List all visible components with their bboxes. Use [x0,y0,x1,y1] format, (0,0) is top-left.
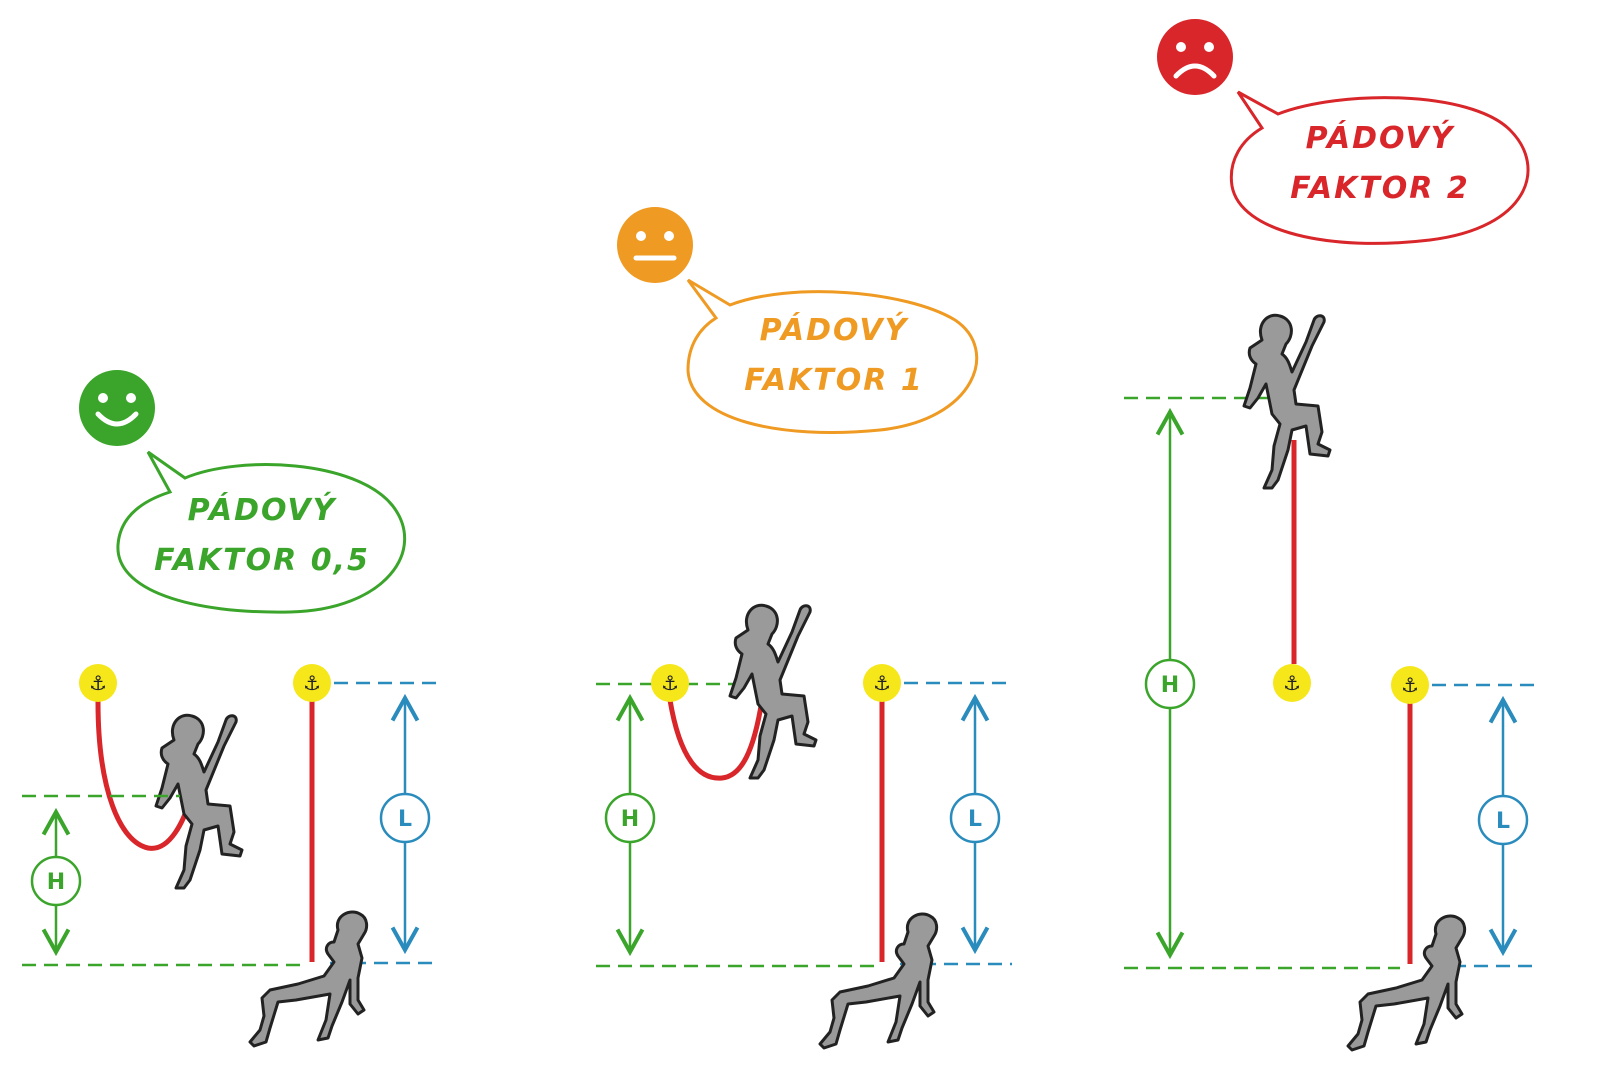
svg-text:H: H [621,807,639,832]
svg-text:⚓: ⚓ [1283,671,1301,695]
svg-text:L: L [1496,809,1510,834]
fallen-climber-figure [818,912,939,1050]
panel-fall-factor-2: PÁDOVÝ FAKTOR 2 ⚓ H ⚓ L [1124,19,1540,1052]
rope-slack [95,699,193,851]
anchor-bolt-icon: ⚓ [1273,664,1311,702]
speech-bubble [1229,90,1530,245]
climber-figure [728,603,818,780]
bubble-line-1: PÁDOVÝ [760,312,910,348]
happy-face-icon [79,370,155,446]
climber-figure [1242,313,1332,490]
anchor-bolt-icon: ⚓ [293,664,331,702]
bubble-line-2: FAKTOR 0,5 [154,543,370,578]
anchor-bolt-icon: ⚓ [1391,666,1429,704]
svg-text:H: H [47,870,65,895]
climber-figure [154,713,244,890]
svg-text:⚓: ⚓ [661,671,679,695]
fall-height-label: H [604,792,656,844]
svg-text:L: L [968,807,982,832]
speech-bubble [116,450,407,614]
svg-text:⚓: ⚓ [873,671,891,695]
bubble-line-2: FAKTOR 2 [1290,171,1469,206]
panel-fall-factor-1: PÁDOVÝ FAKTOR 1 ⚓ H ⚓ L [596,207,1012,1050]
rope-length-label: L [1477,794,1529,846]
speech-bubble [686,278,979,434]
bubble-line-2: FAKTOR 1 [744,363,923,398]
svg-text:H: H [1161,673,1179,698]
svg-text:⚓: ⚓ [89,671,107,695]
rope-length-label: L [949,792,1001,844]
rope-slack [667,697,765,781]
anchor-bolt-icon: ⚓ [651,664,689,702]
anchor-bolt-icon: ⚓ [79,664,117,702]
bubble-line-1: PÁDOVÝ [1306,120,1456,156]
svg-text:⚓: ⚓ [303,671,321,695]
panel-fall-factor-0-5: PÁDOVÝ FAKTOR 0,5 ⚓ H ⚓ L [22,370,440,1048]
fall-height-label: H [30,855,82,907]
anchor-bolt-icon: ⚓ [863,664,901,702]
neutral-face-icon [617,207,693,283]
rope-length-label: L [379,792,431,844]
bubble-line-1: PÁDOVÝ [188,492,338,528]
fallen-climber-figure [248,910,369,1048]
sad-face-icon [1157,19,1233,95]
svg-text:L: L [398,807,412,832]
fall-height-label: H [1144,658,1196,710]
fallen-climber-figure [1346,914,1467,1052]
svg-text:⚓: ⚓ [1401,673,1419,697]
